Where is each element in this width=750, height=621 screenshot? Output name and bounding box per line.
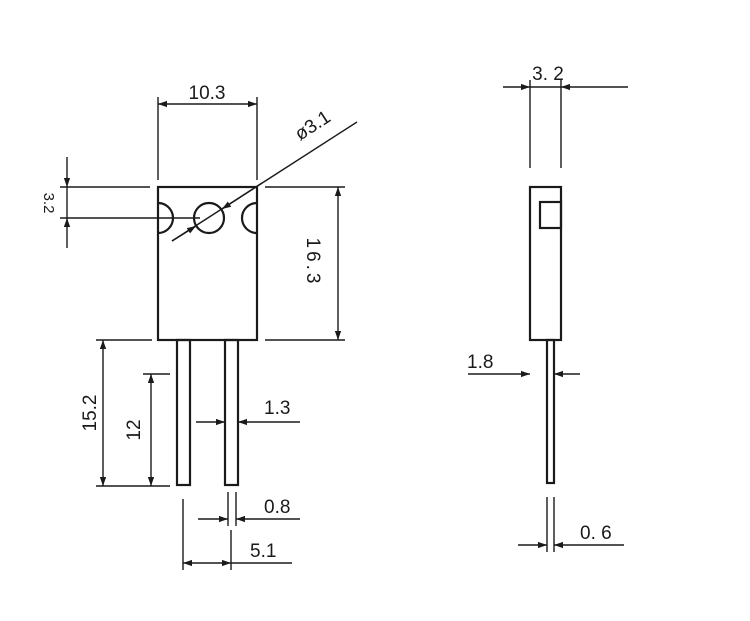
side-thickness-label: 3. 2 xyxy=(532,64,564,85)
lead-width-label: 1.3 xyxy=(264,398,290,419)
side-body-outline xyxy=(528,185,563,342)
lead-thickness-label: 0.8 xyxy=(264,497,290,518)
hole-diameter-leader xyxy=(171,121,358,242)
right-notch xyxy=(240,201,258,235)
width-label: 10.3 xyxy=(189,83,226,104)
front-body-outline xyxy=(156,185,259,342)
hole-offset-label: 3.2 xyxy=(40,193,57,214)
lead-pitch-label: 5.1 xyxy=(250,541,276,562)
side-view: 3. 2 1.8 0. 6 xyxy=(467,64,628,552)
right-lead xyxy=(223,338,240,487)
front-view: 10.3 ø3.1 3.2 16.3 15.2 12 1.3 xyxy=(40,83,358,570)
lead-length-total-label: 15.2 xyxy=(80,395,101,432)
side-lead-thickness-label: 0. 6 xyxy=(580,523,612,544)
left-lead xyxy=(175,338,192,487)
side-lead xyxy=(545,338,556,485)
lead-length-label: 12 xyxy=(124,419,145,440)
side-lead-offset-label: 1.8 xyxy=(467,352,493,373)
side-tab-window xyxy=(538,200,563,230)
hole-diameter-label: ø3.1 xyxy=(291,107,334,145)
body-height-label: 16.3 xyxy=(302,238,323,287)
